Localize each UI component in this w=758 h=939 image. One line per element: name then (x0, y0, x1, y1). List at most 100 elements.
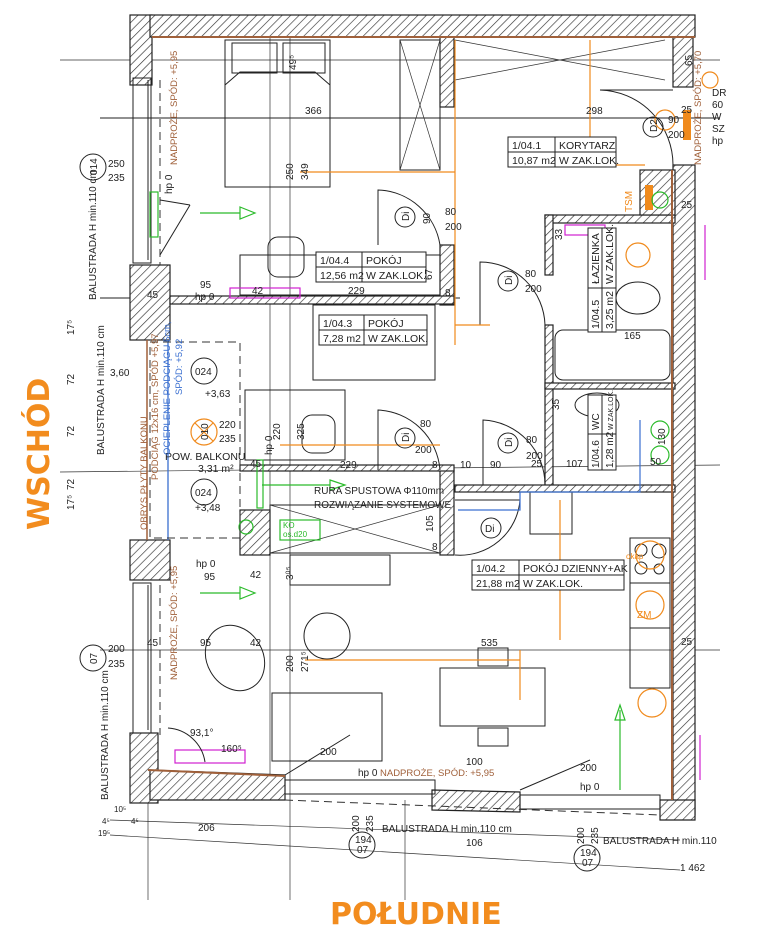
window-tag: 07 (582, 858, 594, 869)
room-label-pokoj-12: 1/04.4 POKÓJ 12,56 m2 W ZAK.LOK. (315, 251, 427, 283)
balcony-outline-note: OBRYS PŁYTY BALKONU (139, 416, 150, 530)
level-bottom: +3,48 (195, 503, 221, 514)
dimension: 229 (348, 286, 365, 297)
bed (224, 39, 331, 188)
room-area: 12,56 m2 (320, 270, 364, 282)
dimension: 4⁵ (131, 817, 139, 826)
dimension: 33 (554, 228, 565, 240)
dimension: 206 (198, 823, 215, 834)
dimension: 45 (147, 290, 159, 301)
window-tag: 07 (357, 845, 369, 856)
dimension: 95 (200, 280, 212, 291)
wall (129, 539, 171, 581)
wall-top (149, 14, 696, 38)
cut-note: DR (712, 88, 726, 99)
window-tag: 024 (195, 367, 212, 378)
door-tag: Di (504, 438, 515, 447)
wall-right (672, 164, 696, 816)
wall (439, 36, 455, 108)
dining-table (439, 667, 546, 727)
wall (129, 14, 153, 86)
railing-note: BALUSTRADA H min.110 cm (100, 670, 111, 800)
dimension: 25 (531, 459, 543, 470)
washbasin (615, 281, 661, 315)
angle-note: 93,1° (190, 728, 213, 739)
room-id: 1/04.6 (591, 440, 602, 468)
window-tag: 024 (195, 488, 212, 499)
wall (544, 214, 554, 276)
window-tag: 010 (200, 423, 211, 440)
hp0-note: hp 0 (164, 174, 175, 194)
room-area: 21,88 m2 (476, 578, 520, 590)
dimension: 535 (481, 638, 498, 649)
hp0-note: hp 0 (264, 435, 275, 455)
compass-south-label: POŁUDNIE (330, 897, 502, 932)
zm-note: ZM (637, 610, 651, 621)
dimension: 25 (681, 105, 693, 116)
dimension: 200 (445, 222, 462, 233)
dimension: 235 (365, 815, 376, 832)
beam-note: PODCIĄG 12x16 cm, SPÓD +5,97 (150, 333, 161, 480)
room-id: 1/04.5 (590, 300, 602, 329)
dimension: 1 462 (680, 863, 705, 874)
dimension: 25 (681, 200, 693, 211)
dimension: 10⁵ (114, 805, 126, 814)
dimension: 298 (586, 106, 603, 117)
dimension: 35 (551, 398, 562, 410)
lintel-note-right: NADPROŻE, SPÓD: +5,70 (693, 51, 704, 165)
room-id: 1/04.2 (476, 563, 505, 575)
dimension: 200 (668, 130, 685, 141)
window-tag: 194 (355, 835, 372, 846)
room-label-pokoj-dzienny: 1/04.2 POKÓJ DZIENNY+AK 21,88 m2 W ZAK.L… (471, 559, 628, 591)
dimension: 200 (580, 763, 597, 774)
dimension: 17⁵ (66, 495, 77, 510)
cut-note: 60 (712, 100, 724, 111)
dimension: 90 (490, 460, 502, 471)
dimension: 42 (252, 286, 264, 297)
ko-note: KO (283, 521, 295, 530)
dimension: 42 (250, 570, 262, 581)
ko-note-2: os.d20 (283, 530, 308, 539)
dimension: 72 (66, 373, 77, 385)
dimension: 235 (590, 827, 601, 844)
dimension: 45 (250, 459, 262, 470)
insulation-note: OCIEPLENIE PODCIĄGU 5cm, (162, 321, 173, 455)
dimension: 8 (445, 288, 451, 299)
dimension: 90 (668, 115, 680, 126)
dimension: 200 (108, 644, 125, 655)
cut-note: W (712, 112, 722, 123)
dimension: 229 (340, 460, 357, 471)
wall (439, 469, 455, 556)
room-area: 1,28 m2 (605, 431, 616, 468)
dimension: 80 (526, 435, 538, 446)
dimension: 80 (420, 419, 432, 430)
downpipe-note: RURA SPUSTOWA Φ110mm (314, 486, 444, 497)
window-tag: 07 (89, 652, 100, 664)
level-left: 3,60 (110, 368, 130, 379)
dimension: 366 (305, 106, 322, 117)
room-note: W ZAK.LOK. (366, 270, 426, 282)
room-name: ŁAZIENKA (590, 233, 602, 284)
room-label-wc: 1/04.6 WC 1,28 m2 W ZAK.LOK. (587, 390, 617, 471)
balcony: POW. BALKONU 3,31 m² +3,63 +3,48 3,60 OB… (110, 321, 246, 539)
railing-note: BALUSTRADA H min.110 cm (88, 170, 99, 300)
room-area: 3,25 m2 (604, 291, 616, 329)
annotations: RURA SPUSTOWA Φ110mm ROZWIĄZANIE SYSTEMO… (88, 51, 726, 847)
wall (169, 295, 455, 305)
dimension: 106 (466, 838, 483, 849)
window-tag: 194 (580, 848, 597, 859)
dimension: 3⁰⁵ (285, 566, 296, 580)
room-label-pokoj-7: 1/04.3 POKÓJ 7,28 m2 W ZAK.LOK. (318, 314, 428, 346)
dimension: 17⁵ (66, 320, 77, 335)
dimension: 8 (432, 460, 438, 471)
dimension: 200 (285, 655, 296, 672)
wall (544, 382, 676, 390)
room-name: POKÓJ (366, 254, 402, 267)
wall (544, 214, 676, 224)
dimension: 72 (66, 478, 77, 490)
dimension: 200 (351, 815, 362, 832)
door-tag: Di (401, 212, 412, 221)
level-top: +3,63 (205, 389, 231, 400)
dimension: 250 (285, 163, 296, 180)
